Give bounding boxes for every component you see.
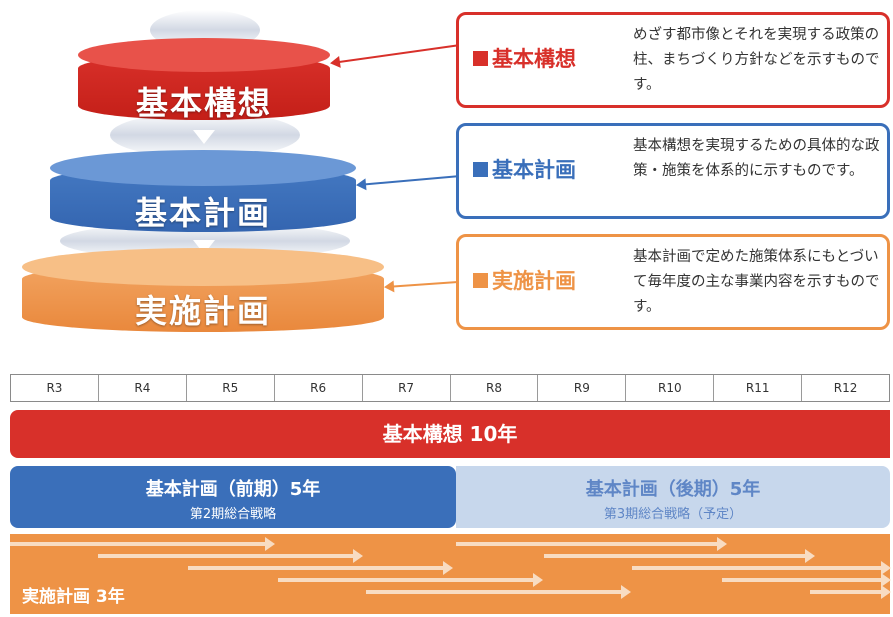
desc-box-basic: 基本計画 基本構想を実現するための具体的な政策・施策を体系的に示すものです。 xyxy=(456,123,890,219)
tier-basic-label: 基本計画 xyxy=(134,194,271,232)
tier-impl: 実施計画 xyxy=(22,248,384,332)
desc-body-vision: めざす都市像とそれを実現する政策の柱、まちづくり方針などを示すものです。 xyxy=(633,27,880,93)
desc-box-impl: 実施計画 基本計画で定めた施策体系にもとづいて毎年度の主な事業内容を示すものです… xyxy=(456,234,890,330)
impl-arrow xyxy=(10,537,275,551)
connector-vision xyxy=(331,44,457,64)
desc-head-impl-text: 実施計画 xyxy=(492,269,576,293)
tier-basic-top xyxy=(50,150,356,186)
desc-head-basic: 基本計画 xyxy=(473,154,576,184)
down-arrow-1 xyxy=(193,130,215,144)
tier-basic: 基本計画 xyxy=(50,150,356,232)
desc-head-vision: 基本構想 xyxy=(473,43,576,73)
year-cell: R4 xyxy=(99,375,187,401)
desc-box-vision: 基本構想 めざす都市像とそれを実現する政策の柱、まちづくり方針などを示すものです… xyxy=(456,12,890,108)
basic-late-title: 基本計画（後期）5年 xyxy=(585,479,761,500)
tier-impl-label: 実施計画 xyxy=(134,292,271,330)
tier-vision: 基本構想 xyxy=(78,38,330,122)
year-cell: R6 xyxy=(275,375,363,401)
desc-body-basic: 基本構想を実現するための具体的な政策・施策を体系的に示すものです。 xyxy=(633,138,880,179)
basic-early-bar: 基本計画（前期）5年 第2期総合戦略 xyxy=(10,466,456,528)
year-cell: R11 xyxy=(714,375,803,401)
connector-basic xyxy=(357,175,458,186)
year-cell: R10 xyxy=(626,375,715,401)
square-icon xyxy=(473,161,488,177)
impl-period-label: 実施計画 3年 xyxy=(22,587,125,607)
impl-arrow xyxy=(722,573,891,587)
year-cell: R5 xyxy=(187,375,275,401)
basic-late-sub: 第3期総合戦略（予定） xyxy=(603,507,743,522)
year-cell: R3 xyxy=(11,375,99,401)
square-icon xyxy=(473,50,488,66)
impl-arrow xyxy=(632,561,891,575)
tier-impl-top xyxy=(22,248,384,286)
impl-arrow xyxy=(366,585,631,599)
year-cell: R12 xyxy=(833,381,858,395)
tier-vision-label: 基本構想 xyxy=(135,84,272,122)
vision-period-bar: 基本構想 10年 xyxy=(10,410,890,458)
impl-arrow xyxy=(188,561,453,575)
basic-early-sub: 第2期総合戦略 xyxy=(189,507,277,522)
impl-arrow xyxy=(98,549,363,563)
desc-head-impl: 実施計画 xyxy=(473,265,576,295)
year-header: R3 R4 R5 R6 R7 R8 R9 R10 R11 R12 xyxy=(10,374,890,402)
impl-arrow xyxy=(456,537,727,551)
desc-head-vision-text: 基本構想 xyxy=(492,47,576,71)
desc-head-basic-text: 基本計画 xyxy=(492,158,576,182)
impl-arrow xyxy=(810,585,891,599)
connector-impl xyxy=(385,280,458,288)
square-icon xyxy=(473,272,488,288)
impl-arrow xyxy=(278,573,543,587)
year-cell: R7 xyxy=(363,375,451,401)
year-cell: R9 xyxy=(538,375,627,401)
desc-body-impl: 基本計画で定めた施策体系にもとづいて毎年度の主な事業内容を示すものです。 xyxy=(633,249,880,315)
basic-late-bar: 基本計画（後期）5年 第3期総合戦略（予定） xyxy=(456,466,890,528)
year-cell: R8 xyxy=(451,375,539,401)
tier-vision-top xyxy=(78,38,330,72)
basic-early-title: 基本計画（前期）5年 xyxy=(145,479,321,500)
impl-period-area: 実施計画 3年 xyxy=(10,534,891,614)
impl-arrow xyxy=(544,549,815,563)
